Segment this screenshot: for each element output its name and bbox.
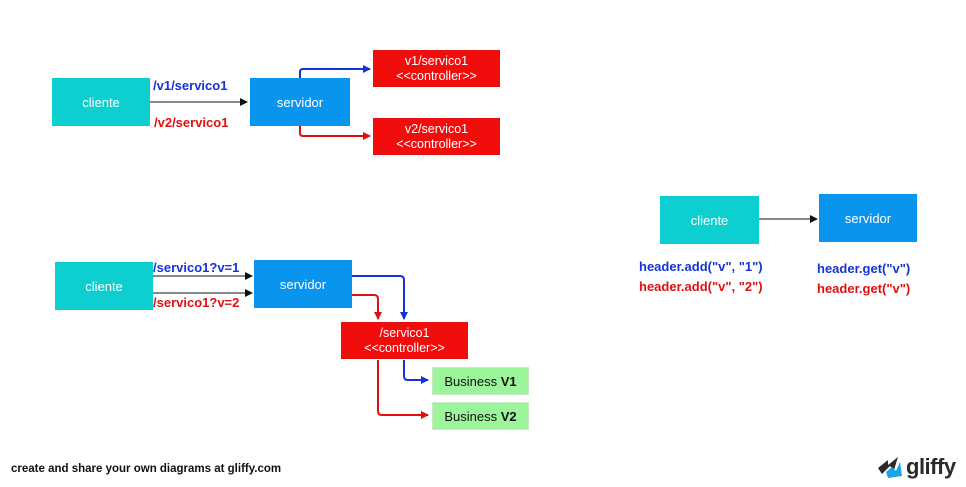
gliffy-logo-icon [878, 457, 902, 478]
d1-controller-v2-box: v2/servico1 <<controller>> [373, 118, 500, 155]
d1-route-v2-label: /v2/servico1 [154, 115, 229, 130]
d3-server-header-v1: header.get("v") [817, 261, 911, 276]
d2-controller-to-v1-arrow [403, 360, 429, 384]
d2-client-label: cliente [85, 278, 123, 294]
d3-client-label: cliente [690, 212, 729, 228]
gliffy-footer-text[interactable]: create and share your own diagrams at gl… [11, 463, 282, 475]
d2-controller-stereotype: <<controller>> [364, 340, 445, 355]
d3-client-box: cliente [660, 196, 759, 244]
d2-controller-box: /servico1 <<controller>> [341, 322, 468, 359]
gliffy-logo[interactable]: gliffy [876, 452, 956, 482]
d2-business-v2-prefix: Business [444, 408, 501, 424]
d2-route-v2-label: /servico1?v=2 [153, 295, 240, 310]
d2-controller-name: /servico1 [379, 325, 430, 340]
d1-client-box: cliente [52, 78, 150, 126]
d1-route-v1-label: /v1/servico1 [153, 78, 228, 93]
d1-client-label: cliente [82, 94, 120, 110]
d2-server-label: servidor [279, 276, 327, 292]
d2-business-v2-box: Business V2 [432, 402, 529, 430]
d2-client-box: cliente [55, 262, 153, 310]
d1-controller-v1-stereotype: <<controller>> [396, 68, 477, 83]
d1-server-label: servidor [276, 94, 324, 110]
d3-server-label: servidor [844, 210, 892, 226]
d3-server-header-v2: header.get("v") [817, 281, 911, 296]
d1-controller-v2-name: v2/servico1 [404, 121, 469, 136]
d2-business-v2-version: V2 [500, 408, 517, 424]
d3-server-box: servidor [819, 194, 917, 242]
d3-client-header-v2: header.add("v", "2") [639, 279, 763, 294]
d1-server-box: servidor [250, 78, 350, 126]
d1-controller-v1-box: v1/servico1 <<controller>> [373, 50, 500, 87]
d1-server-to-v2-arrow [299, 126, 371, 140]
d2-business-v1-prefix: Business [444, 373, 501, 389]
d2-business-v1-box: Business V1 [432, 367, 529, 395]
d2-controller-to-v2-arrow [377, 360, 429, 419]
d1-server-to-v1-arrow [299, 65, 371, 78]
d1-controller-v2-stereotype: <<controller>> [396, 136, 477, 151]
d2-route-v1-label: /servico1?v=1 [153, 260, 240, 275]
d2-server-to-controller-red [352, 294, 382, 320]
gliffy-logo-text: gliffy [906, 454, 956, 479]
d2-business-v1-version: V1 [500, 373, 517, 389]
d2-server-to-controller-blue [352, 275, 408, 320]
d1-controller-v1-name: v1/servico1 [404, 53, 469, 68]
d2-server-box: servidor [254, 260, 352, 308]
d3-client-header-v1: header.add("v", "1") [639, 259, 763, 274]
